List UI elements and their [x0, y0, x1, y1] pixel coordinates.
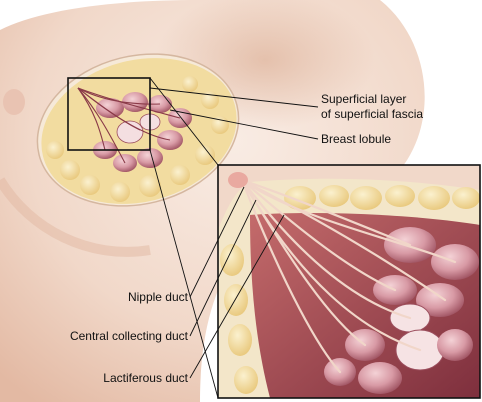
zoom-connector-top: [149, 77, 219, 166]
inset-duct-bundle: [240, 178, 457, 374]
inset-frame: [217, 164, 481, 399]
inset-nipple: [228, 172, 248, 188]
leader-breast-lobule: [169, 109, 319, 140]
label-nipple-duct: Nipple duct: [127, 290, 188, 304]
leader-nipple-duct: [189, 186, 245, 298]
label-superficial-layer-line1: Superficial layer: [321, 92, 407, 106]
detail-box: [67, 77, 151, 151]
leader-lactiferous-duct: [189, 214, 285, 379]
breast-cutaway: [36, 53, 240, 207]
zoom-connector-bottom: [149, 149, 219, 399]
label-lactiferous-duct: Lactiferous duct: [103, 371, 188, 385]
nipple: [3, 89, 25, 115]
duct-bundle-small: [77, 87, 181, 164]
leader-superficial-layer: [149, 87, 319, 108]
label-superficial-layer: Superficial layer of superficial fascia: [321, 92, 423, 122]
magnified-inset: [217, 164, 481, 399]
leader-lines: [149, 77, 319, 399]
label-breast-lobule: Breast lobule: [321, 132, 392, 146]
leader-central-collecting-duct: [189, 199, 257, 337]
label-superficial-layer-line2: of superficial fascia: [321, 107, 424, 121]
label-central-collecting-duct: Central collecting duct: [69, 329, 188, 343]
